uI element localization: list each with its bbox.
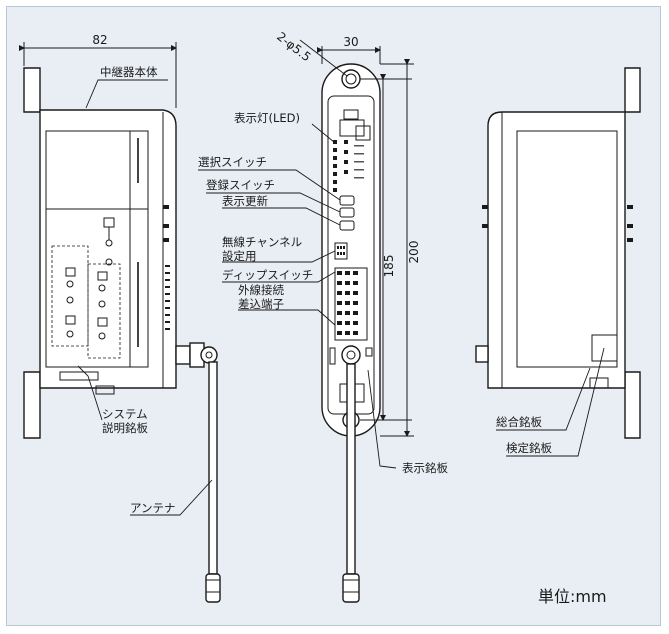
dimension-lines	[19, 39, 414, 437]
label-select-switch: 選択スイッチ	[198, 155, 267, 169]
label-ext-wiring-1: 外線接続	[238, 283, 284, 297]
annotation-labels: 82 30 2-φ5.5 185 200 中継器本体 表示灯(LED) 選択スイ…	[92, 29, 606, 606]
label-antenna: アンテナ	[130, 501, 176, 515]
label-register-switch: 登録スイッチ	[206, 178, 275, 192]
left-view	[23, 67, 221, 603]
label-general-plate: 総合銘板	[496, 415, 542, 429]
unit-label: 単位:mm	[538, 587, 607, 606]
label-main-body: 中継器本体	[100, 65, 158, 79]
label-indicator: 表示灯(LED)	[234, 111, 300, 125]
label-dip-switch: ディップスイッチ	[222, 268, 313, 282]
dim-width-30: 30	[343, 35, 358, 49]
dim-hole: 2-φ5.5	[274, 29, 313, 64]
dim-width-82: 82	[92, 33, 107, 47]
dim-height-185: 185	[382, 255, 396, 278]
label-certification-plate: 検定銘板	[506, 441, 552, 455]
label-wireless-channel-1: 無線チャンネル	[222, 235, 302, 249]
label-display-update: 表示更新	[222, 194, 268, 208]
label-ext-wiring-2: 差込端子	[238, 297, 284, 311]
front-view	[321, 63, 381, 603]
label-wireless-channel-2: 設定用	[222, 249, 257, 263]
rear-view	[475, 67, 641, 439]
dim-height-200: 200	[407, 241, 421, 264]
label-system-plate-1: システム	[102, 407, 148, 421]
label-display-plate: 表示銘板	[402, 461, 448, 475]
leader-lines	[77, 79, 605, 516]
label-system-plate-2: 説明銘板	[102, 421, 148, 435]
